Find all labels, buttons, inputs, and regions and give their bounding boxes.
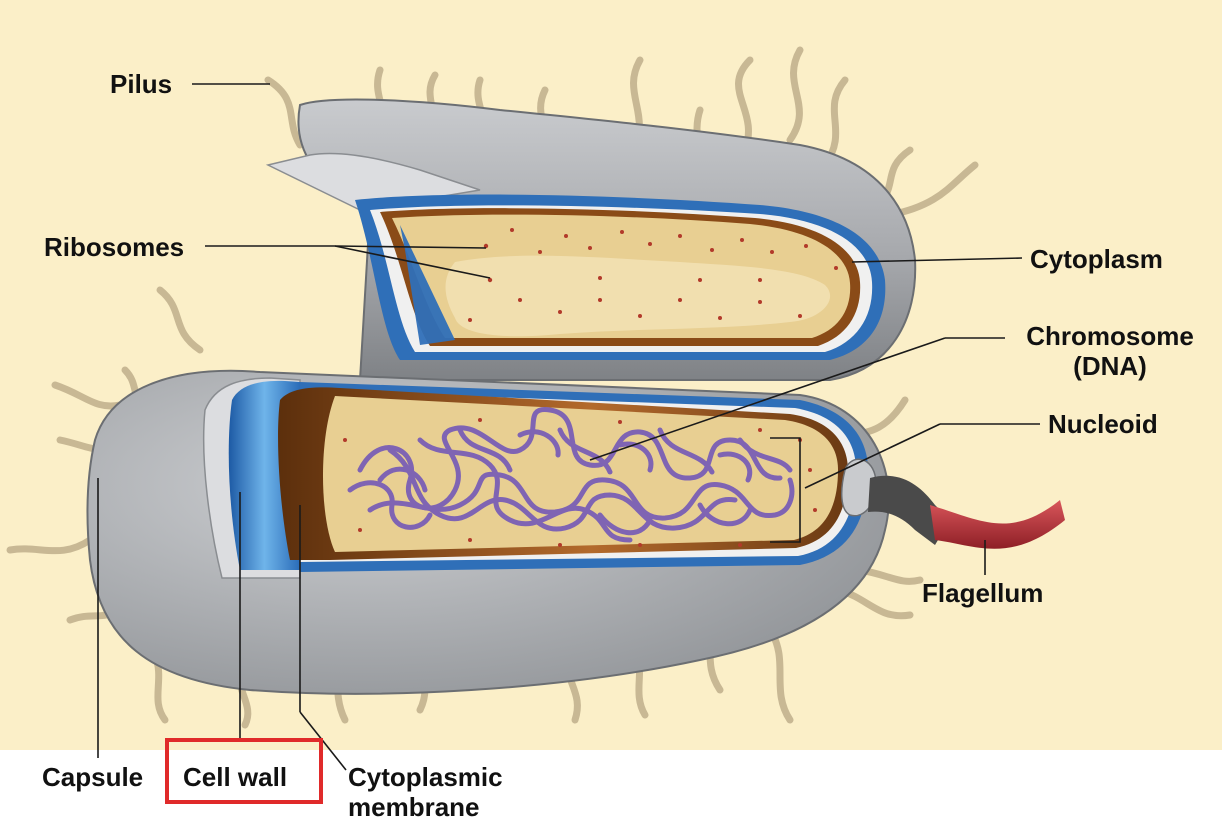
lower-ribosome-dots xyxy=(343,418,817,547)
label-nucleoid: Nucleoid xyxy=(1048,409,1158,439)
label-chromosome-line2: (DNA) xyxy=(1073,351,1147,381)
label-membrane-line1: Cytoplasmic xyxy=(348,762,503,792)
upper-cell-section xyxy=(265,98,917,381)
label-chromosome-line1: Chromosome xyxy=(1026,321,1194,351)
label-ribosomes: Ribosomes xyxy=(44,232,185,262)
label-membrane-line2: membrane xyxy=(348,792,480,822)
label-flagellum: Flagellum xyxy=(922,578,1044,608)
ribosome-dots xyxy=(468,228,838,322)
label-capsule: Capsule xyxy=(42,762,144,792)
flagellum-shape xyxy=(868,475,1065,549)
label-cytoplasmic-membrane: Cytoplasmic membrane xyxy=(348,762,503,822)
highlight-box xyxy=(165,738,323,804)
leader-lines xyxy=(97,83,1040,771)
label-chromosome: Chromosome (DNA) xyxy=(1010,321,1210,381)
label-cytoplasm: Cytoplasm xyxy=(1030,244,1163,274)
nucleoid-dna xyxy=(347,407,795,543)
label-cell-wall: Cell wall xyxy=(183,762,288,792)
label-pilus: Pilus xyxy=(110,69,173,99)
